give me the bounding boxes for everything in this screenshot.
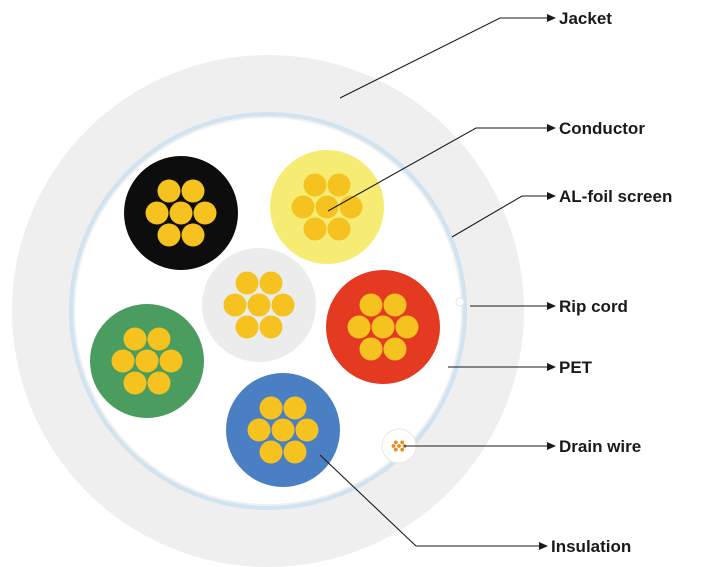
conductor-strand xyxy=(259,440,283,464)
conductor-strand xyxy=(395,315,419,339)
black-core xyxy=(124,156,238,270)
drain-wire-strand xyxy=(393,447,398,452)
conductor-strand xyxy=(157,223,181,247)
rip-cord-label: Rip cord xyxy=(559,297,628,316)
conductor-strand xyxy=(315,195,339,219)
conductor-strand xyxy=(291,195,315,219)
conductor-strand xyxy=(339,195,363,219)
insulation-arrowhead xyxy=(539,542,548,550)
cores-group xyxy=(90,150,440,487)
green-core-conductor xyxy=(111,327,183,395)
yellow-core-conductor xyxy=(291,173,363,241)
conductor-strand xyxy=(157,179,181,203)
conductor-strand xyxy=(283,440,307,464)
conductor-label: Conductor xyxy=(559,119,645,138)
rip-cord-arrowhead xyxy=(547,302,556,310)
conductor-strand xyxy=(223,293,247,317)
pet-arrowhead xyxy=(547,363,556,371)
al-foil-screen-ring xyxy=(69,112,467,510)
conductor-strand xyxy=(327,173,351,197)
jacket-label: Jacket xyxy=(559,9,612,28)
conductor-leader xyxy=(327,127,548,212)
pet-label: PET xyxy=(559,358,593,377)
conductor-strand xyxy=(193,201,217,225)
red-core xyxy=(326,270,440,384)
conductor-strand xyxy=(247,293,271,317)
conductor-strand xyxy=(271,418,295,442)
conductor-strand xyxy=(169,201,193,225)
conductor-strand xyxy=(145,201,169,225)
conductor-strand xyxy=(295,418,319,442)
labels: Jacket Conductor AL-foil screen Rip cord… xyxy=(551,9,672,556)
drain-wire-strand xyxy=(397,444,401,448)
conductor-strand xyxy=(247,418,271,442)
conductor-strand xyxy=(359,337,383,361)
conductor-strand xyxy=(147,327,171,351)
gray-core-conductor xyxy=(223,271,295,339)
al-foil-arrowhead xyxy=(547,192,556,200)
conductor-strand xyxy=(259,271,283,295)
black-core-conductor xyxy=(145,179,217,247)
conductor-strand xyxy=(235,271,259,295)
conductor-strand xyxy=(327,217,351,241)
conductor-strand xyxy=(259,396,283,420)
insulation-leader xyxy=(319,454,540,547)
red-core-conductor xyxy=(347,293,419,361)
green-core xyxy=(90,304,204,418)
gray-core xyxy=(202,248,316,362)
conductor-strand xyxy=(283,396,307,420)
conductor-strand xyxy=(303,173,327,197)
conductor-strand xyxy=(371,315,395,339)
conductor-strand xyxy=(181,223,205,247)
drain-wire-strand xyxy=(400,440,405,445)
leader-lines xyxy=(319,14,556,550)
jacket-leader xyxy=(339,17,548,99)
al-foil-leader xyxy=(451,195,548,238)
drain-wire-strand xyxy=(391,444,396,448)
drain-wire-label: Drain wire xyxy=(559,437,641,456)
conductor-strand xyxy=(271,293,295,317)
conductor-strand xyxy=(383,337,407,361)
conductor-strand xyxy=(123,371,147,395)
yellow-core xyxy=(270,150,384,264)
drain-wire-strand xyxy=(400,447,405,452)
conductor-strand xyxy=(383,293,407,317)
conductor-strand xyxy=(303,217,327,241)
conductor-strand xyxy=(359,293,383,317)
drain-wire-arrowhead xyxy=(547,442,556,450)
insulation-label: Insulation xyxy=(551,537,631,556)
blue-core-conductor xyxy=(247,396,319,464)
drain-wire-strand xyxy=(393,440,398,445)
blue-core xyxy=(226,373,340,487)
conductor-strand xyxy=(159,349,183,373)
conductor-strand xyxy=(259,315,283,339)
conductor-strand xyxy=(147,371,171,395)
al-foil-screen-label: AL-foil screen xyxy=(559,187,672,206)
conductor-strand xyxy=(181,179,205,203)
conductor-strand xyxy=(123,327,147,351)
conductor-arrowhead xyxy=(547,124,556,132)
conductor-strand xyxy=(111,349,135,373)
conductor-strand xyxy=(135,349,159,373)
rip-cord xyxy=(455,297,465,307)
jacket-arrowhead xyxy=(547,14,556,22)
conductor-strand xyxy=(235,315,259,339)
conductor-strand xyxy=(347,315,371,339)
